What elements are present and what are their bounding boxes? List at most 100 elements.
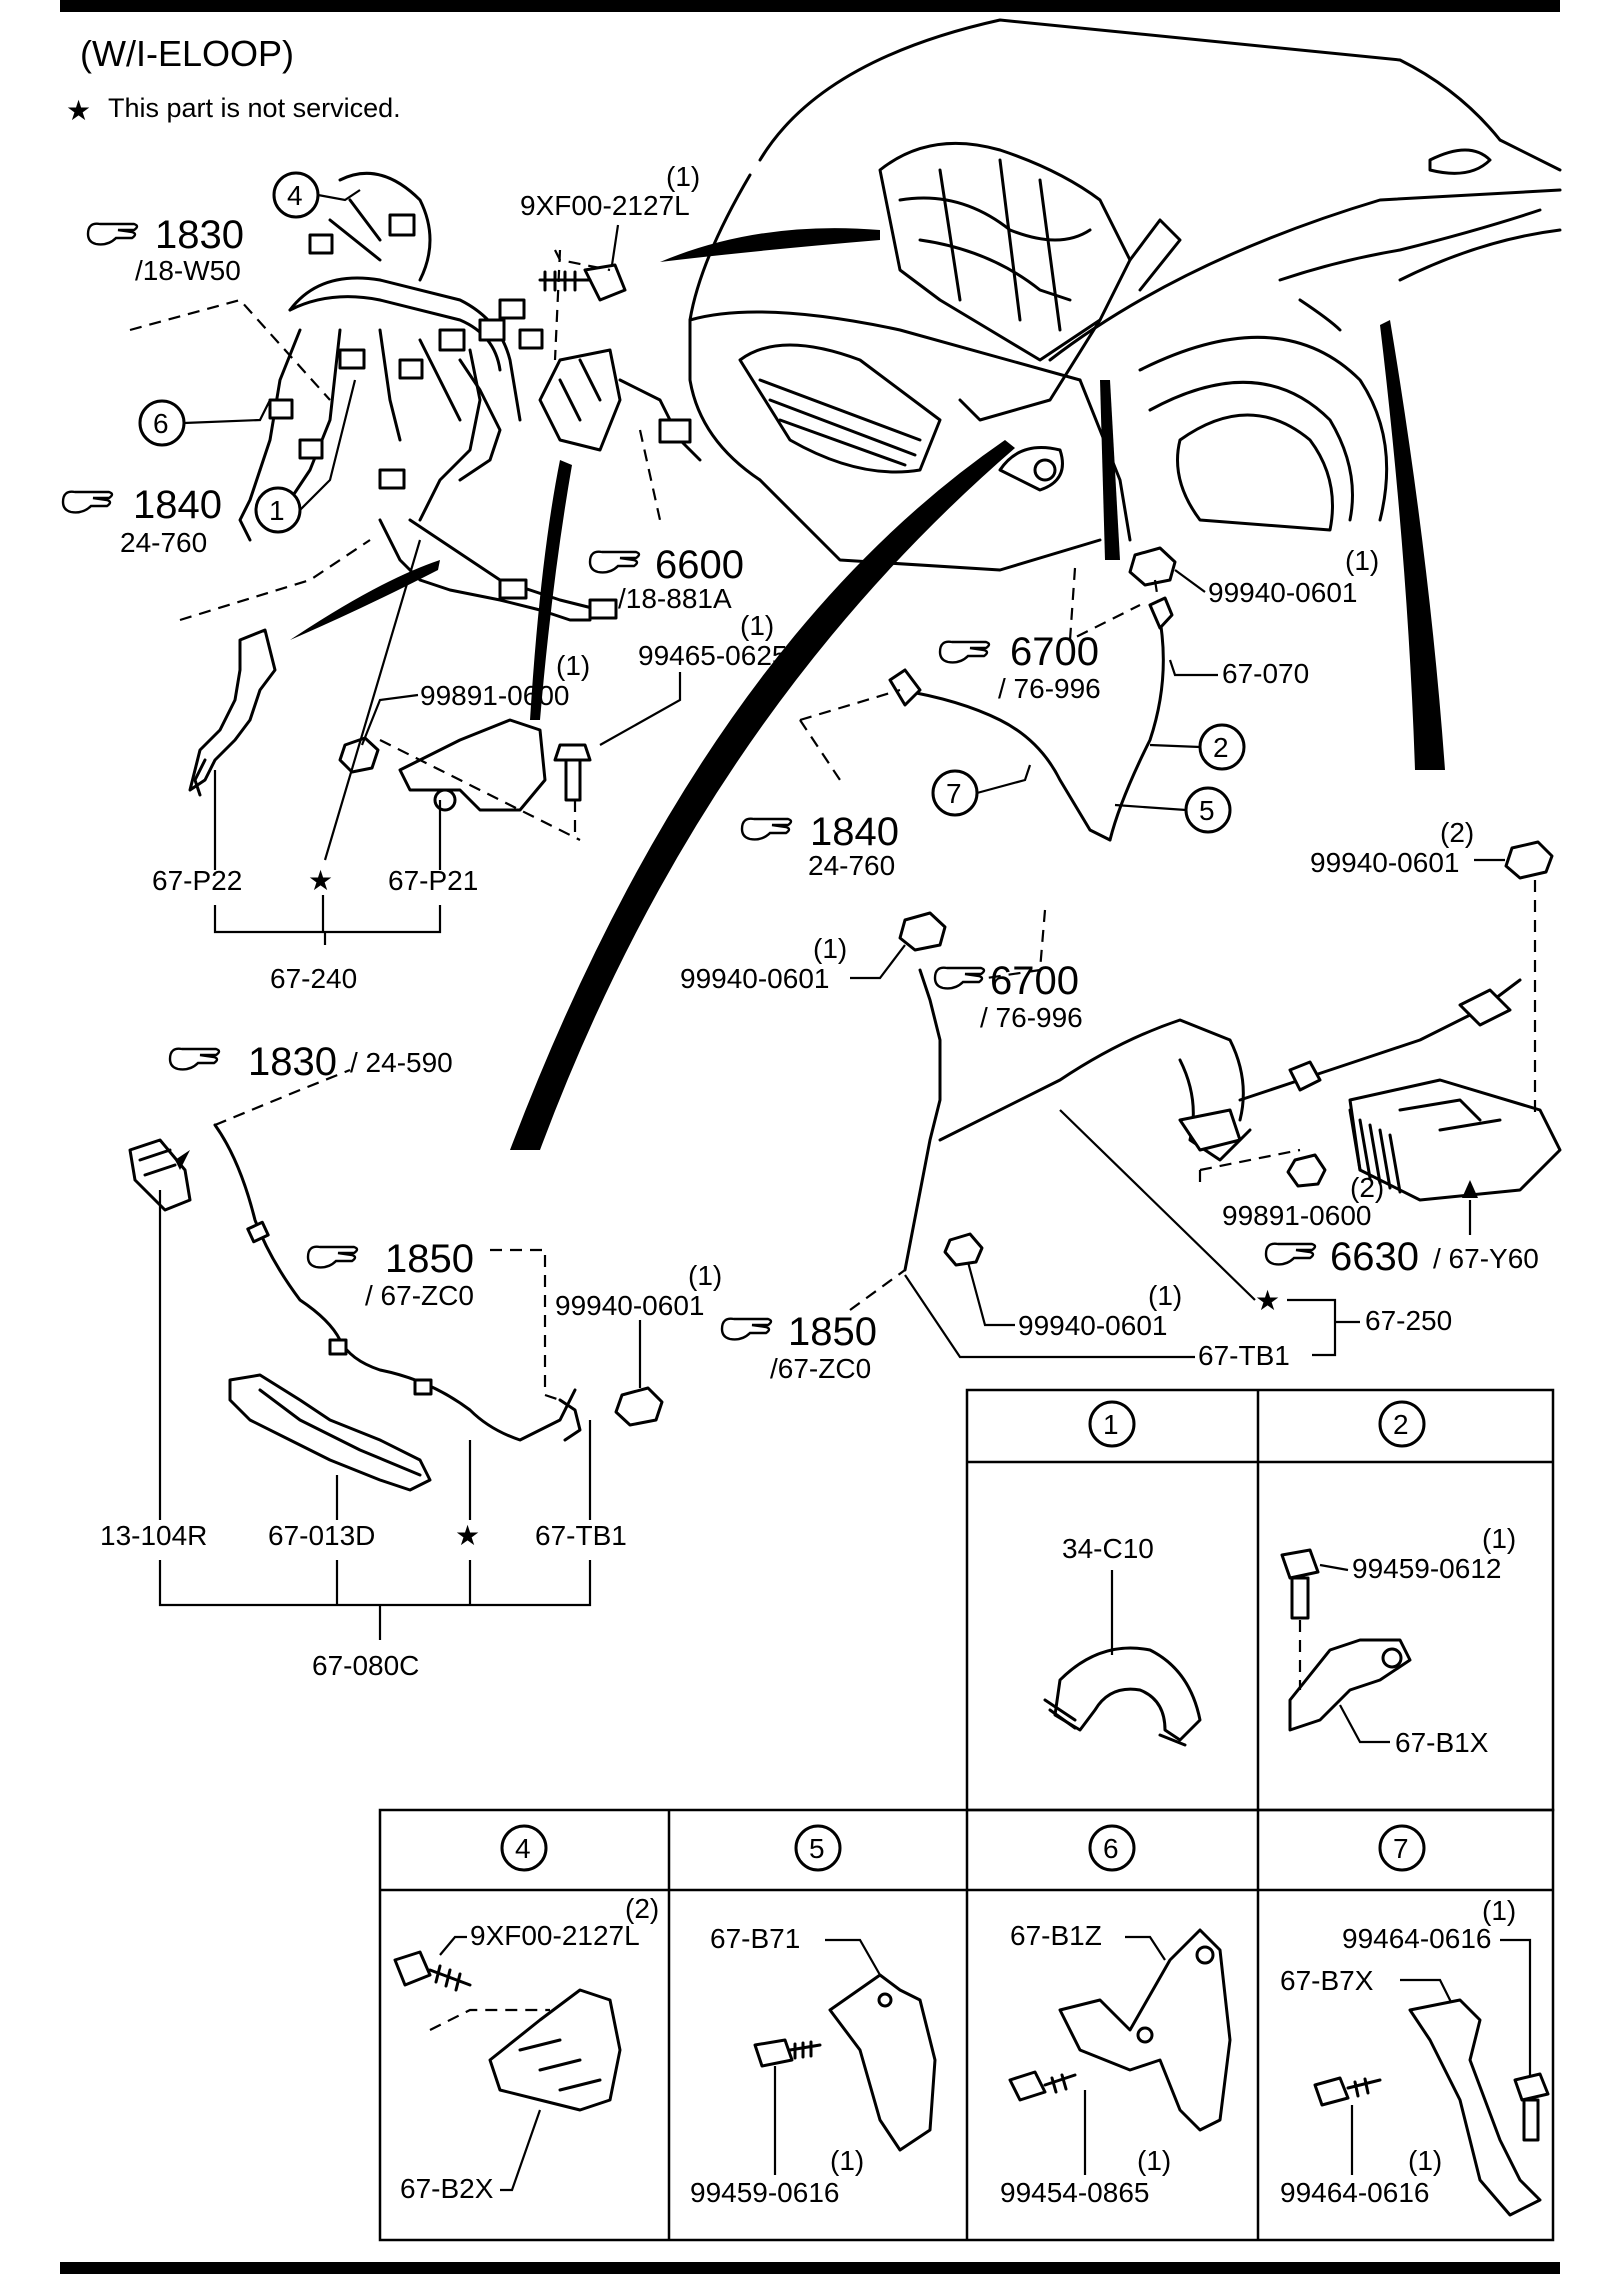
star-67-250: ★ — [1255, 1285, 1280, 1316]
label-67-240: 67-240 — [270, 963, 357, 994]
clip-34-c10 — [1043, 1646, 1202, 1747]
box5-label-67-b71: 67-B71 — [710, 1923, 800, 1954]
upper-harness-assembly — [238, 171, 702, 622]
label-9xf00-2127l: 9XF00-2127L — [520, 190, 690, 221]
label-99940-d-qty: (1) — [1148, 1280, 1182, 1311]
table-circle-1-label: 1 — [1103, 1409, 1119, 1440]
box6-label-99454-0865: 99454-0865 — [1000, 2177, 1149, 2208]
leader-wedge — [660, 228, 880, 262]
box7-bottom-qty: (1) — [1408, 2145, 1442, 2176]
label-99940-0601-b: 99940-0601 — [1310, 847, 1459, 878]
box4-label-9xf00-2127l: 9XF00-2127L — [470, 1920, 640, 1951]
table-circle-6-label: 6 — [1103, 1833, 1119, 1864]
label-99940-0601-a: 99940-0601 — [1208, 577, 1357, 608]
label-99940-c-qty: (1) — [813, 933, 847, 964]
label-99465-0625: 99465-0625 — [638, 640, 787, 671]
label-67-250: 67-250 — [1365, 1305, 1452, 1336]
car-illustration — [688, 18, 1562, 572]
leader-wedge — [1100, 380, 1120, 560]
label-99465-qty: (1) — [740, 610, 774, 641]
box2-label-67-b1x: 67-B1X — [1395, 1727, 1489, 1758]
callout-1830-num: 1830 — [155, 213, 244, 257]
box7-label-99464-0616-top: 99464-0616 — [1342, 1923, 1491, 1954]
leader-wedge — [1380, 320, 1445, 770]
label-67-tb1-b: 67-TB1 — [535, 1520, 627, 1551]
circle-6-label: 6 — [153, 408, 169, 439]
label-67-013d: 67-013D — [268, 1520, 375, 1551]
label-67-p22: 67-P22 — [152, 865, 242, 896]
box7-label-99464-0616-bottom: 99464-0616 — [1280, 2177, 1429, 2208]
callout-6600-num: 6600 — [655, 543, 744, 587]
bracket-67-b2x — [393, 1950, 622, 2112]
callout-1850a-sub: / 67-ZC0 — [365, 1280, 474, 1311]
table-circle-2-label: 2 — [1393, 1409, 1409, 1440]
table-circle-6 — [1088, 1824, 1136, 1872]
callout-1830-sub: /18-W50 — [135, 255, 241, 286]
callout-1840-num: 1840 — [133, 483, 222, 527]
harness-67-080c — [128, 1123, 664, 1492]
label-99891-qty: (1) — [556, 650, 590, 681]
label-99891-0600-b: 99891-0600 — [1222, 1200, 1371, 1231]
callout-1840b-sub: 24-760 — [808, 850, 895, 881]
label-9xf00-qty: (1) — [666, 161, 700, 192]
table-circle-4-label: 4 — [515, 1833, 531, 1864]
callout-6700-sub: / 76-996 — [998, 673, 1101, 704]
label-99891-0600: 99891-0600 — [420, 680, 569, 711]
top-border-bar — [60, 0, 1560, 12]
box4-qty: (2) — [625, 1893, 659, 1924]
label-67-080c: 67-080C — [312, 1650, 419, 1681]
circle-1-label: 1 — [269, 495, 285, 526]
bolt-9xf00-2127l — [538, 263, 627, 302]
table-circle-2 — [1378, 1400, 1426, 1448]
box2-label-99459-0612: 99459-0612 — [1352, 1553, 1501, 1584]
bolt-99465-0625 — [553, 743, 592, 802]
box2-qty: (1) — [1482, 1523, 1516, 1554]
circle-2-label: 2 — [1213, 732, 1229, 763]
label-99940-0601-e: 99940-0601 — [555, 1290, 704, 1321]
label-99940-e-qty: (1) — [688, 1260, 722, 1291]
label-67-p21: 67-P21 — [388, 865, 478, 896]
circle-4-label: 4 — [287, 180, 303, 211]
callout-1840b-num: 1840 — [810, 810, 899, 854]
bracket-67-b1x — [1280, 1548, 1412, 1732]
box5-qty: (1) — [830, 2145, 864, 2176]
circle-7-label: 7 — [946, 778, 962, 809]
label-67-tb1-a: 67-TB1 — [1198, 1340, 1290, 1371]
callout-1840-sub: 24-760 — [120, 527, 207, 558]
bracket-67-013d — [228, 1373, 432, 1492]
nut-99891-0600-b — [1286, 1153, 1327, 1188]
callout-6630-sub: / 67-Y60 — [1433, 1243, 1539, 1274]
callout-6700b-num: 6700 — [990, 959, 1079, 1003]
nut-99940-0601-d — [943, 1232, 984, 1267]
box7-top-qty: (1) — [1482, 1895, 1516, 1926]
label-99940-b-qty: (2) — [1440, 817, 1474, 848]
nut-99940-0601-b — [1504, 840, 1554, 880]
bracket-67-p21 — [398, 718, 547, 812]
bracket-67-b7x — [1313, 1998, 1550, 2217]
detail-table — [378, 1388, 1555, 2242]
callout-1850b-num: 1850 — [788, 1310, 877, 1354]
star-icon: ★ — [66, 95, 91, 126]
ground-cable-67-070 — [888, 546, 1177, 842]
box4-label-67-b2x: 67-B2X — [400, 2173, 494, 2204]
leader-wedge — [530, 460, 572, 720]
nut-99940-0601-e — [614, 1386, 664, 1427]
nut-99940-0601-c — [898, 911, 947, 952]
callout-1850a-num: 1850 — [385, 1237, 474, 1281]
label-67-070: 67-070 — [1222, 658, 1309, 689]
table-circle-4 — [500, 1824, 548, 1872]
bracket-67-b71 — [753, 1973, 937, 2152]
callout-1830b-sub: / 24-590 — [350, 1047, 453, 1078]
table-circle-5-label: 5 — [809, 1833, 825, 1864]
table-circle-7-label: 7 — [1393, 1833, 1409, 1864]
label-99940-0601-d: 99940-0601 — [1018, 1310, 1167, 1341]
table-circle-7 — [1378, 1824, 1426, 1872]
box5-label-99459-0616: 99459-0616 — [690, 2177, 839, 2208]
circle-5-label: 5 — [1199, 795, 1215, 826]
nut-99940-0601-a — [1128, 546, 1177, 587]
label-99891-b-qty: (2) — [1350, 1172, 1384, 1203]
leader-wedge — [510, 440, 1015, 1150]
bracket-67-p22 — [188, 628, 277, 792]
battery-harness-67-250 — [898, 840, 1562, 1272]
star-67-240: ★ — [308, 865, 333, 896]
